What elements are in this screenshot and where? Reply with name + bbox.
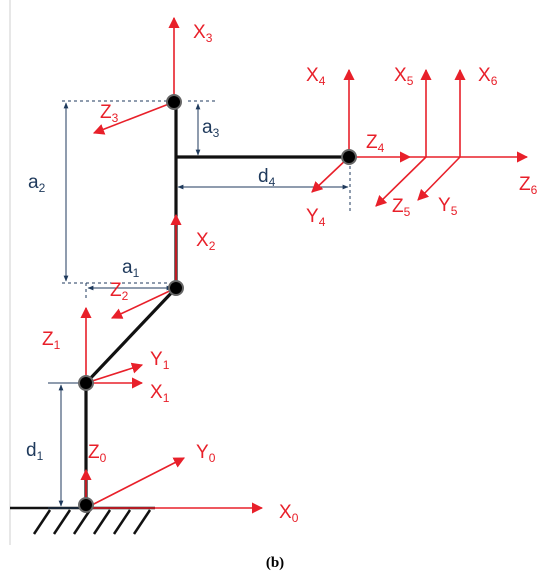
label-z3: Z3 [100,102,119,125]
joints [78,94,357,513]
dimension-labels: d1 a1 a2 a3 d4 [26,117,276,463]
label-d1: d1 [26,440,44,463]
joint-1 [78,375,94,391]
label-a1: a1 [122,257,140,280]
joint-3 [166,94,182,110]
label-z1: Z1 [42,329,61,352]
label-d4: d4 [258,166,276,189]
joint-0 [78,497,94,513]
label-x3: X3 [193,22,213,45]
label-x4: X4 [306,65,326,88]
label-z5: Z5 [392,196,411,219]
label-z2: Z2 [110,280,129,303]
robot-links [84,103,349,505]
figure-caption: (b) [266,555,284,571]
label-a2: a2 [28,172,46,195]
axis-labels: X0 Y0 Z0 X1 Y1 Z1 X2 Z2 X3 Z3 X4 Y4 Z4 X… [42,22,538,525]
label-y0: Y0 [196,442,216,465]
label-z4: Z4 [366,132,385,155]
label-x0: X0 [279,502,299,525]
label-z6: Z6 [519,174,538,197]
joint-2 [168,280,184,296]
label-y4: Y4 [306,206,326,229]
label-y1: Y1 [150,349,170,372]
label-x5: X5 [394,65,414,88]
coordinate-axes [80,16,529,514]
label-a3: a3 [202,117,220,140]
joint-4 [341,149,357,165]
label-z0: Z0 [88,442,107,465]
label-x6: X6 [478,65,498,88]
label-x2: X2 [196,230,216,253]
label-y5: Y5 [438,195,458,218]
label-x1: X1 [150,382,170,405]
